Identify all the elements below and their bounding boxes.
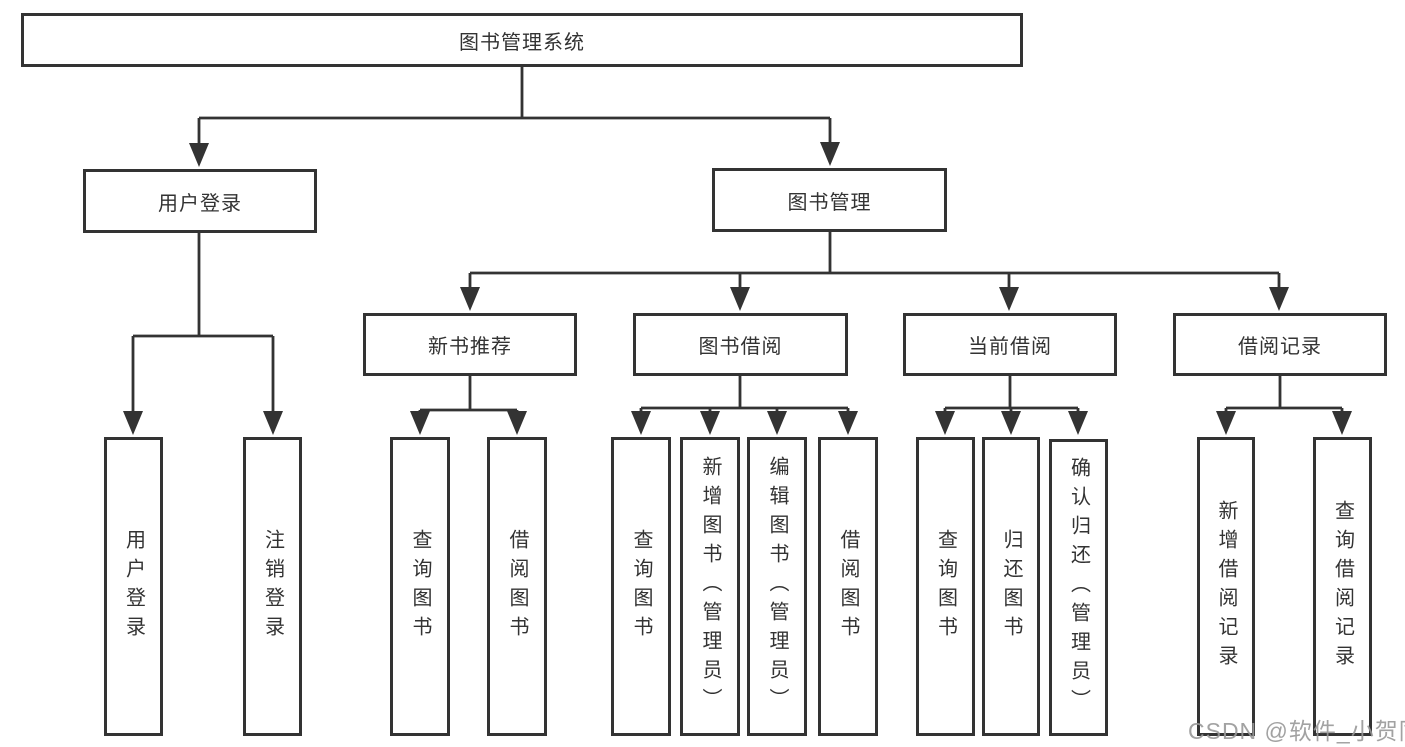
node-user-login: 用户登录 xyxy=(83,169,317,233)
leaf-borrow-book-borrowing: 借阅图书 xyxy=(818,437,878,736)
leaf-borrow-book-recommend-label: 借阅图书 xyxy=(506,528,528,645)
node-book-management: 图书管理 xyxy=(712,168,947,232)
leaf-logout-label: 注销登录 xyxy=(261,528,284,645)
leaf-user-login: 用户登录 xyxy=(104,437,163,736)
leaf-query-book-recommend-label: 查询图书 xyxy=(409,528,431,645)
leaf-add-borrow-record: 新增借阅记录 xyxy=(1197,437,1255,736)
leaf-add-book-admin: 新增图书（管理员） xyxy=(680,437,740,736)
leaf-query-borrow-record-label: 查询借阅记录 xyxy=(1331,499,1354,674)
leaf-borrow-book-recommend: 借阅图书 xyxy=(487,437,547,736)
leaf-query-book-current-label: 查询图书 xyxy=(934,528,957,645)
leaf-query-borrow-record: 查询借阅记录 xyxy=(1313,437,1372,736)
leaf-add-borrow-record-label: 新增借阅记录 xyxy=(1215,499,1237,674)
leaf-query-book-borrowing: 查询图书 xyxy=(611,437,671,736)
node-book-borrowing: 图书借阅 xyxy=(633,313,848,376)
watermark: CSDN @软件_小贺同学 xyxy=(1188,718,1405,744)
leaf-edit-book-admin: 编辑图书（管理员） xyxy=(747,437,807,736)
node-current-borrowing-label: 当前借阅 xyxy=(968,336,1052,358)
node-new-book-recommend-label: 新书推荐 xyxy=(428,336,512,358)
node-root: 图书管理系统 xyxy=(21,13,1023,67)
leaf-confirm-return-admin: 确认归还（管理员） xyxy=(1049,439,1108,736)
node-current-borrowing: 当前借阅 xyxy=(903,313,1117,376)
leaf-return-book: 归还图书 xyxy=(982,437,1040,736)
node-user-login-label: 用户登录 xyxy=(158,192,242,215)
node-book-management-label: 图书管理 xyxy=(787,191,872,214)
leaf-query-book-current: 查询图书 xyxy=(916,437,975,736)
node-root-label: 图书管理系统 xyxy=(459,31,585,54)
leaf-user-login-label: 用户登录 xyxy=(122,528,145,645)
node-book-borrowing-label: 图书借阅 xyxy=(698,336,783,358)
leaf-add-book-admin-label: 新增图书（管理员） xyxy=(699,456,721,717)
leaf-edit-book-admin-label: 编辑图书（管理员） xyxy=(766,456,788,717)
leaf-query-book-recommend: 查询图书 xyxy=(390,437,450,736)
leaf-query-book-borrowing-label: 查询图书 xyxy=(630,528,652,645)
leaf-borrow-book-borrowing-label: 借阅图书 xyxy=(837,528,859,645)
leaf-return-book-label: 归还图书 xyxy=(1000,528,1022,645)
node-new-book-recommend: 新书推荐 xyxy=(363,313,577,376)
node-borrowing-records: 借阅记录 xyxy=(1173,313,1387,376)
leaf-logout: 注销登录 xyxy=(243,437,302,736)
leaf-confirm-return-admin-label: 确认归还（管理员） xyxy=(1067,457,1090,718)
node-borrowing-records-label: 借阅记录 xyxy=(1238,336,1322,358)
